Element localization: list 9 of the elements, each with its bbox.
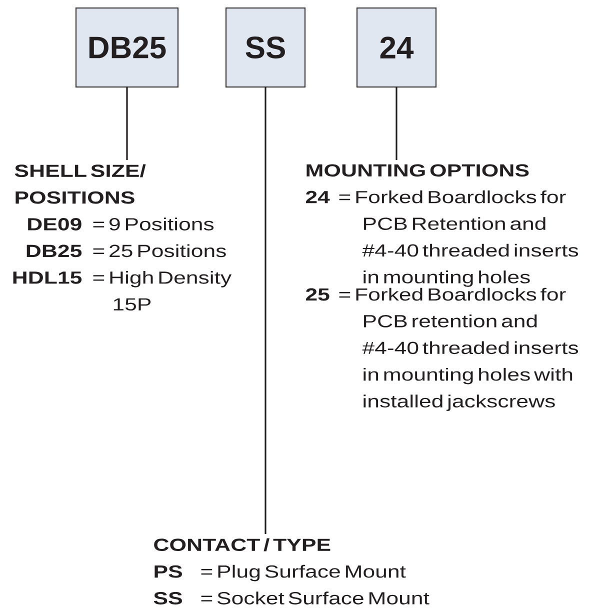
code-box: DB25 bbox=[76, 8, 178, 88]
connector-line bbox=[264, 88, 266, 534]
connector-line bbox=[126, 88, 128, 160]
code-box: 24 bbox=[356, 8, 436, 88]
connector-line bbox=[396, 88, 398, 160]
option-list: MOUNTING OPTIONS 24 = Forked Boardlocks for PCB Retention and #4-40 threaded inserts in mounting holes 25 = Forked Boardlocks for PCB retention and #4-40 threaded inserts in mounting holes with installed jackscrews bbox=[306, 164, 578, 411]
option-list: SHELL SIZE/ POSITIONS DE09 = 9 Positions DB25 = 25 Positions HDL15 = High Density 15P bbox=[13, 164, 232, 311]
option-list: CONTACT / TYPE PS = Plug Surface Mount SS = Socket Surface Mount bbox=[154, 538, 430, 604]
code-box: SS bbox=[226, 8, 306, 88]
